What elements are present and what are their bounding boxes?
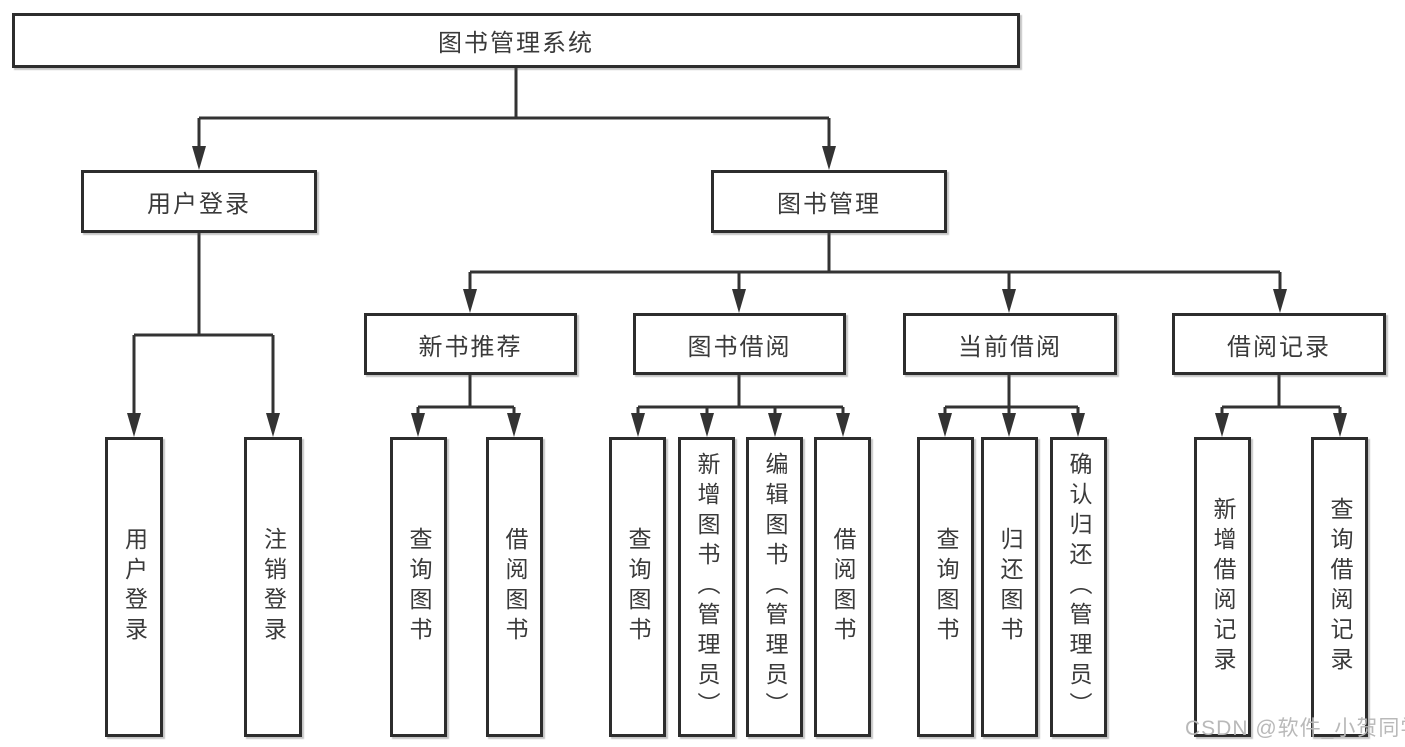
leaf-user-login: 用户登录	[105, 437, 163, 737]
leaf-query-book-1: 查询图书	[390, 437, 447, 737]
leaf-edit-book-admin-label: 编辑图书（管理员）	[762, 452, 788, 722]
node-root-label: 图书管理系统	[438, 30, 594, 57]
leaf-add-book-admin-label: 新增图书（管理员）	[694, 452, 720, 722]
arrowheads	[127, 146, 1347, 437]
leaf-confirm-return-admin-label: 确认归还（管理员）	[1066, 452, 1092, 722]
node-user-login-label: 用户登录	[147, 191, 251, 218]
leaf-confirm-return-admin: 确认归还（管理员）	[1050, 437, 1107, 737]
leaf-logout: 注销登录	[244, 437, 302, 737]
leaf-query-borrow-record-label: 查询借阅记录	[1327, 497, 1353, 677]
node-new-book-recommend-label: 新书推荐	[418, 333, 523, 361]
node-borrow-record-label: 借阅记录	[1227, 333, 1331, 361]
node-current-borrow: 当前借阅	[903, 313, 1117, 375]
csdn-watermark: CSDN @软件_小贺同学	[1185, 717, 1405, 740]
leaf-add-borrow-record: 新增借阅记录	[1194, 437, 1251, 737]
leaf-query-borrow-record: 查询借阅记录	[1311, 437, 1368, 737]
leaf-query-book-1-label: 查询图书	[406, 527, 432, 647]
leaf-edit-book-admin: 编辑图书（管理员）	[746, 437, 803, 737]
leaf-add-book-admin: 新增图书（管理员）	[678, 437, 735, 737]
leaf-query-book-2: 查询图书	[609, 437, 666, 737]
leaf-user-login-label: 用户登录	[121, 527, 148, 647]
leaf-query-book-3: 查询图书	[917, 437, 974, 737]
node-book-borrow-label: 图书借阅	[687, 333, 792, 361]
node-root: 图书管理系统	[12, 13, 1020, 68]
leaf-return-book: 归还图书	[981, 437, 1038, 737]
node-borrow-record: 借阅记录	[1172, 313, 1386, 375]
leaf-logout-label: 注销登录	[260, 527, 287, 647]
node-book-management-label: 图书管理	[777, 191, 881, 218]
node-new-book-recommend: 新书推荐	[364, 313, 577, 375]
node-book-borrow: 图书借阅	[633, 313, 846, 375]
leaf-query-book-2-label: 查询图书	[625, 527, 651, 647]
leaf-query-book-3-label: 查询图书	[933, 527, 959, 647]
leaf-borrow-book-1: 借阅图书	[486, 437, 543, 737]
leaf-borrow-book-2: 借阅图书	[814, 437, 871, 737]
leaf-add-borrow-record-label: 新增借阅记录	[1210, 497, 1236, 677]
leaf-borrow-book-2-label: 借阅图书	[830, 527, 856, 647]
node-user-login: 用户登录	[81, 170, 317, 233]
leaf-borrow-book-1-label: 借阅图书	[502, 527, 528, 647]
leaf-return-book-label: 归还图书	[997, 527, 1023, 647]
node-current-borrow-label: 当前借阅	[958, 333, 1062, 361]
node-book-management: 图书管理	[711, 170, 947, 233]
